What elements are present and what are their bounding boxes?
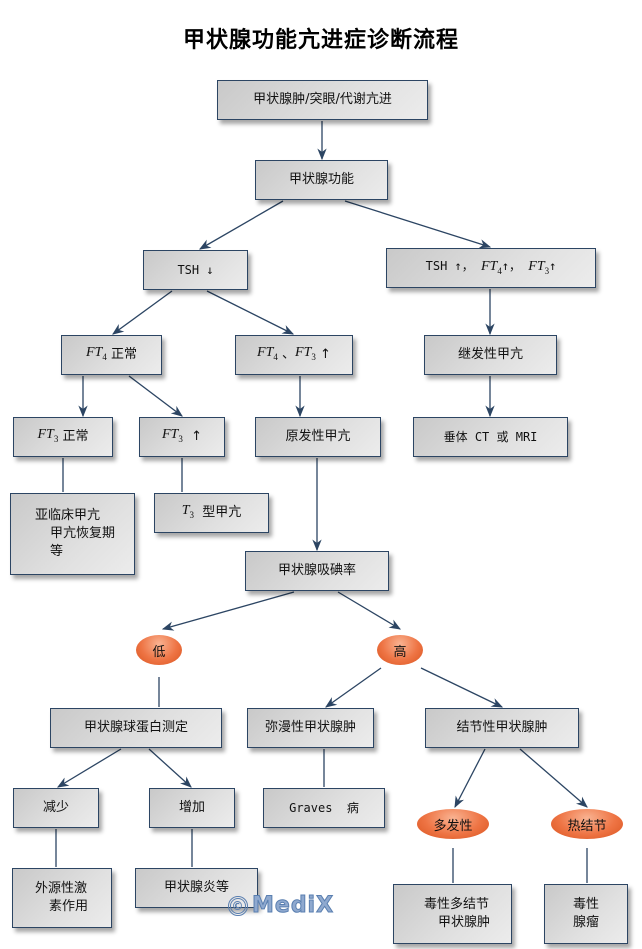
node-secondary-hyperthyroidism: 继发性甲亢 — [424, 335, 557, 375]
arrow-high-to-nodular — [420, 667, 504, 708]
node-decreased: 减少 — [13, 788, 99, 828]
node-ft3-normal: FT3 正常 — [13, 417, 113, 457]
node-thyroid-function: 甲状腺功能 — [255, 160, 388, 200]
node-pituitary-label: 垂体 CT 或 MRI — [443, 430, 538, 444]
node-t3-type: T3 型甲亢 — [154, 493, 269, 533]
node-secondary-label: 继发性甲亢 — [457, 347, 523, 362]
arrow-tsh-low-to-ft4-ft3-high — [206, 290, 295, 335]
arrow-thyroglobulin-to-increased — [148, 748, 192, 788]
node-thyroglobulin-label: 甲状腺球蛋白测定 — [83, 720, 188, 735]
arrow-high-to-diffuse — [325, 667, 382, 708]
node-diffuse-label: 弥漫性甲状腺肿 — [264, 720, 356, 735]
node-low: 低 — [136, 635, 182, 665]
node-hot-nodule: 热结节 — [551, 809, 623, 839]
node-ft4-normal: FT4 正常 — [61, 335, 162, 375]
node-diffuse-goiter: 弥漫性甲状腺肿 — [247, 708, 374, 748]
node-tsh-high: TSH ↑， FT4↑， FT3↑ — [386, 248, 596, 288]
node-nodular-label: 结节性甲状腺肿 — [456, 720, 548, 735]
node-nodular-goiter: 结节性甲状腺肿 — [425, 708, 579, 748]
node-start: 甲状腺肿/突眼/代谢亢进 — [217, 80, 428, 120]
medix-watermark: ©MediX — [228, 893, 334, 919]
node-primary-label: 原发性甲亢 — [285, 429, 351, 444]
arrow-ft4-normal-to-ft3-high — [128, 375, 183, 417]
arrow-iodine-to-low — [161, 591, 295, 631]
arrow-thyroglobulin-to-decreased — [56, 748, 122, 788]
node-graves: Graves 病 — [263, 788, 385, 828]
node-toxic-multinodular: 毒性多结节 甲状腺肿 — [393, 884, 512, 944]
node-high: 高 — [377, 635, 423, 665]
node-tsh-low-label: TSH ↓ — [177, 263, 214, 277]
page-title: 甲状腺功能亢进症诊断流程 — [182, 28, 459, 53]
arrow-function-to-tsh-high — [344, 200, 492, 249]
copyright-icon: © — [228, 896, 248, 916]
arrow-tsh-low-to-ft4-normal — [112, 290, 173, 335]
arrow-nodular-to-multiple — [454, 748, 486, 809]
node-ft4-ft3-high: FT4 、FT3 ↑ — [235, 335, 353, 375]
node-thyroiditis: 甲状腺炎等 — [135, 868, 258, 908]
node-toxic-adenoma: 毒性 腺瘤 — [544, 884, 628, 944]
node-subclinical: 亚临床甲亢 甲亢恢复期 等 — [10, 493, 135, 575]
node-tsh-high-label: TSH ↑， FT4↑， FT3↑ — [425, 258, 557, 276]
arrow-iodine-to-high — [337, 591, 402, 630]
node-pituitary-imaging: 垂体 CT 或 MRI — [413, 417, 568, 457]
node-start-label: 甲状腺肿/突眼/代谢亢进 — [253, 92, 392, 107]
node-tsh-low: TSH ↓ — [143, 250, 248, 290]
node-thyroid-function-label: 甲状腺功能 — [288, 172, 354, 187]
node-increased: 增加 — [149, 788, 235, 828]
node-iodine-uptake: 甲状腺吸碘率 — [245, 551, 389, 591]
node-ft3-high: FT3 ↑ — [139, 417, 225, 457]
arrow-function-to-tsh-low — [198, 200, 284, 250]
node-iodine-uptake-label: 甲状腺吸碘率 — [277, 563, 356, 578]
node-primary-hyperthyroidism: 原发性甲亢 — [255, 417, 381, 457]
node-thyroglobulin: 甲状腺球蛋白测定 — [50, 708, 222, 748]
node-exogenous-hormone: 外源性激 素作用 — [12, 868, 112, 928]
node-multiple: 多发性 — [417, 809, 489, 839]
arrow-nodular-to-hot-nodule — [519, 748, 588, 808]
